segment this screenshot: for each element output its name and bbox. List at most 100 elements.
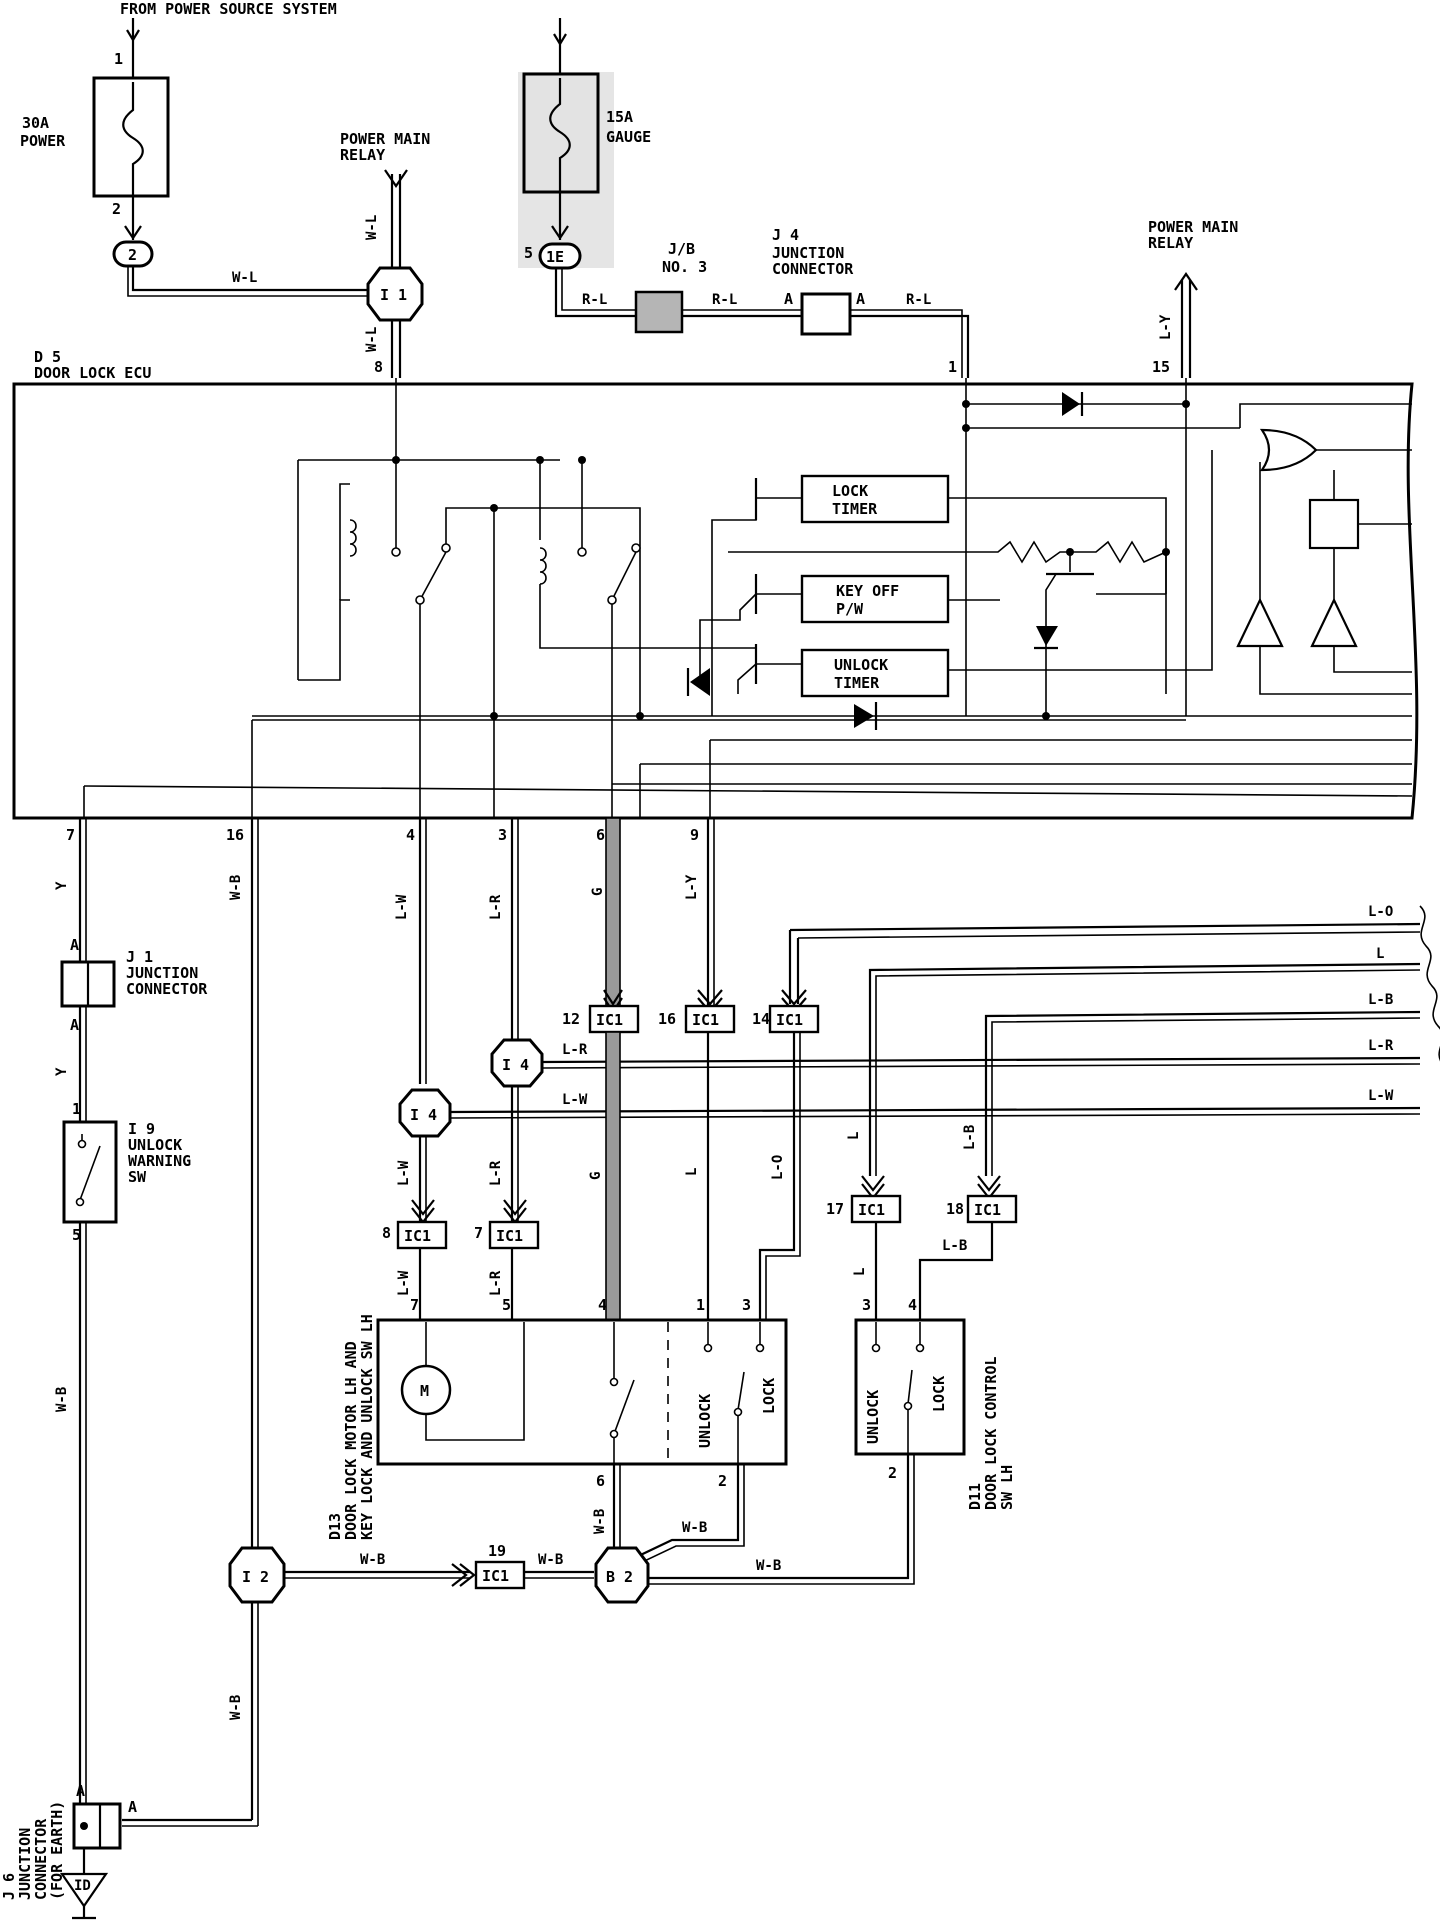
ic1-pin-7: 7: [474, 1224, 483, 1242]
ecu-pin-15: 15: [1152, 358, 1170, 376]
fuse-15a-pin: 5: [524, 244, 533, 262]
lock-timer-line1: LOCK: [832, 482, 868, 500]
connector-b2: B 2: [594, 1546, 650, 1604]
i9-line3: SW: [128, 1168, 147, 1186]
motor-label: M: [420, 1382, 429, 1400]
wire-label-lr-1: L-R: [488, 894, 504, 920]
jb-line2: NO. 3: [662, 258, 707, 276]
wire-label-ly-2: L-Y: [684, 874, 700, 900]
d13-id: D13: [326, 1513, 344, 1540]
wire-label-lw-4: L-W: [396, 1160, 412, 1186]
ecu-pin-9: 9: [690, 826, 699, 844]
wire-label-wb-3: W-B: [592, 1509, 608, 1534]
wire-label-l-2: L: [684, 1168, 700, 1176]
wire-label-lb-1: L-B: [1368, 992, 1393, 1008]
fuse-15a-gauge: 15A GAUGE 5 1E: [518, 18, 651, 270]
d11-pin-2: 2: [888, 1464, 897, 1482]
connector-1e: [538, 242, 582, 270]
ic1-pin-8-group: 8 IC1: [382, 1199, 448, 1250]
power-source-label: FROM POWER SOURCE SYSTEM: [120, 0, 337, 18]
d13-pin-5: 5: [502, 1296, 511, 1314]
door-lock-motor-d13: 7 5 4 1 3 M UNLOCK LOCK D13 DOOR LOCK MO…: [326, 1296, 788, 1540]
wire-label-wb-4: W-B: [682, 1520, 707, 1536]
connector-i2: I 2: [228, 1546, 286, 1604]
ic1-pin-17: 17: [826, 1200, 844, 1218]
ecu-id: D 5: [34, 348, 61, 366]
ecu-name: DOOR LOCK ECU: [34, 364, 151, 382]
junction-box-no3: J/B NO. 3: [634, 240, 707, 334]
right-incoming-wires: L-O L L-B L-R L-R L-W L-W: [449, 904, 1440, 1176]
ecu-pin-3: 3: [498, 826, 507, 844]
d13-lock: LOCK: [760, 1378, 778, 1414]
wire-label-lr-3: L-R: [562, 1042, 588, 1058]
wire-label-lb-3: L-B: [942, 1238, 967, 1254]
fuse-30a-amps: 30A: [22, 114, 49, 132]
wire-label-wb-5: W-B: [756, 1558, 781, 1574]
connector-i4-lower-label: I 4: [410, 1106, 437, 1124]
ecu-pin-8: 8: [374, 358, 383, 376]
key-off-line1: KEY OFF: [836, 582, 899, 600]
connector-i2-label: I 2: [242, 1568, 269, 1586]
ecu-box: [12, 382, 1419, 820]
relay-left-line2: RELAY: [340, 146, 385, 164]
d11-lock: LOCK: [930, 1376, 948, 1412]
j4-line1: JUNCTION: [772, 244, 844, 262]
d13-pin-6: 6: [596, 1472, 605, 1490]
fuse-15a-amps: 15A: [606, 108, 633, 126]
unlock-timer-line2: TIMER: [834, 674, 880, 692]
ic1-pin-18-group: 18 IC1: [946, 1175, 1018, 1224]
ic1-pin-19-group: 19 IC1: [474, 1542, 526, 1590]
wire-label-wb-1: W-B: [54, 1387, 70, 1412]
ecu-pin-4: 4: [406, 826, 415, 844]
wire-label-l-3: L: [846, 1132, 862, 1140]
d13-unlock: UNLOCK: [696, 1394, 714, 1448]
wire-label-wl-3: W-L: [364, 327, 380, 352]
d11-pin-4: 4: [908, 1296, 917, 1314]
i9-pin-top: 1: [72, 1100, 81, 1118]
wire-label-g-1: G: [590, 888, 606, 896]
j4-line2: CONNECTOR: [772, 260, 854, 278]
wire-label-ly-1: L-Y: [1158, 314, 1174, 340]
connector-2-label: 2: [128, 246, 137, 264]
ecu-pin-16: 16: [226, 826, 244, 844]
ic1-pin-16: 16: [658, 1010, 676, 1028]
door-lock-control-switch-d11: 3 4 UNLOCK LOCK D11 DOOR LOCK CONTROL SW…: [854, 1296, 1016, 1510]
relay-right-line2: RELAY: [1148, 234, 1193, 252]
ic1-pin-8: 8: [382, 1224, 391, 1242]
relay-right-line1: POWER MAIN: [1148, 218, 1238, 236]
j1-pin-a-top: A: [70, 936, 79, 954]
wire-label-rl-2: R-L: [712, 292, 737, 308]
ecu-internal-circuit: LOCK TIMER KEY OFF P/W UNLOCK TIMER: [83, 378, 1413, 818]
wire-label-g-2: G: [588, 1172, 604, 1180]
ic1-label-19: IC1: [482, 1567, 509, 1585]
wire-label-lb-2: L-B: [962, 1125, 978, 1150]
earth-label: ID: [74, 1878, 91, 1894]
i9-line1: UNLOCK: [128, 1136, 182, 1154]
ic1-pin-14-group: 14 IC1: [752, 930, 820, 1034]
ecu-pin-1: 1: [948, 358, 957, 376]
j4-pin-b: A: [856, 290, 865, 308]
connector-b2-label: B 2: [606, 1568, 633, 1586]
j1-pin-a-bottom: A: [70, 1016, 79, 1034]
connector-1e-label: 1E: [546, 248, 564, 266]
ic1-pin-14: 14: [752, 1010, 770, 1028]
connector-i1: I 1 W-L 8: [364, 266, 424, 378]
jb-line1: J/B: [668, 240, 695, 258]
wire-label-y-1: Y: [54, 881, 70, 890]
key-off-line2: P/W: [836, 600, 864, 618]
fuse-30a-pin-in: 1: [114, 50, 123, 68]
d11-id: D11: [966, 1483, 984, 1510]
connector-i4-lower: I 4: [398, 1088, 452, 1138]
wire-label-lr-5: L-R: [488, 1270, 504, 1296]
junction-connector-j4: J 4 JUNCTION CONNECTOR A A: [772, 226, 865, 336]
wire-label-wb-8: W-B: [228, 1695, 244, 1720]
ic1-label-12: IC1: [596, 1011, 623, 1029]
d13-line2: KEY LOCK AND UNLOCK SW LH: [358, 1314, 376, 1540]
d13-pin-7: 7: [410, 1296, 419, 1314]
power-main-relay-right: POWER MAIN RELAY L-Y 15: [1148, 218, 1238, 378]
d13-pin-1: 1: [696, 1296, 705, 1314]
fuse-30a-pin-out: 2: [112, 200, 121, 218]
wire-label-lw-5: L-W: [396, 1270, 412, 1296]
i9-pin-bottom: 5: [72, 1226, 81, 1244]
d13-line1: DOOR LOCK MOTOR LH AND: [342, 1341, 360, 1540]
